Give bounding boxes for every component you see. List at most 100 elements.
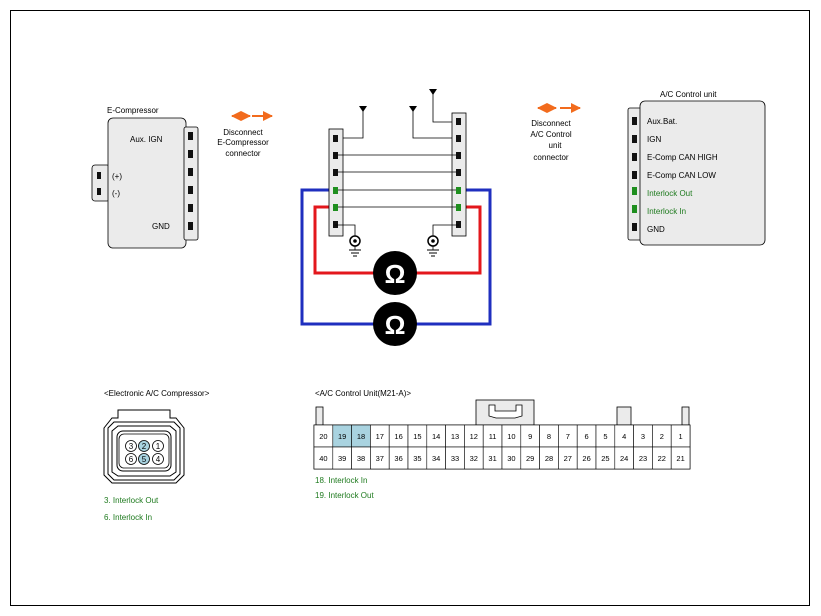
compressor-pin-number: 4 <box>156 455 161 464</box>
disconnect-right-line3: unit <box>549 141 563 150</box>
blue-wire <box>416 188 492 326</box>
ac-unit-pin-label: E-Comp CAN LOW <box>647 171 716 180</box>
ac-connector-keys <box>315 399 690 426</box>
disconnect-left-line2: E-Compressor <box>217 138 269 147</box>
ac-connector-pin-number: 17 <box>376 432 384 441</box>
harness-right-pins <box>456 118 461 228</box>
ac-unit-pin-label: E-Comp CAN HIGH <box>647 153 718 162</box>
compressor-note-interlock-out: 3. Interlock Out <box>104 496 159 505</box>
e-compressor-pin-minus: (-) <box>112 189 120 198</box>
ohm-symbol: Ω <box>385 310 406 340</box>
ac-connector-pin-number: 29 <box>526 454 534 463</box>
compressor-pin-number: 3 <box>129 442 134 451</box>
ac-connector-pin-number: 21 <box>676 454 684 463</box>
ac-connector-pin-number: 22 <box>658 454 666 463</box>
e-compressor-connector <box>183 126 199 241</box>
e-compressor-side-connector <box>91 164 111 202</box>
ac-connector-pin-number: 25 <box>601 454 609 463</box>
ac-connector-pin-number: 16 <box>394 432 402 441</box>
ac-control-unit-block: A/C Control unit Aux.Bat. IGN E-Comp CAN H… <box>627 90 766 246</box>
ground-right <box>427 224 459 257</box>
ohmmeter-blue: Ω <box>373 302 417 346</box>
ac-connector-pin-number: 37 <box>376 454 384 463</box>
ac-connector-pin-number: 40 <box>319 454 327 463</box>
ohmmeter-icon <box>373 302 417 346</box>
compressor-pin <box>125 453 137 465</box>
disconnect-right-line4: connector <box>533 153 568 162</box>
ac-unit-pin-label: IGN <box>647 135 661 144</box>
ac-connector-pin-number: 20 <box>319 432 327 441</box>
harness-left-pins <box>333 135 338 228</box>
ac-connector-pin-number: 26 <box>582 454 590 463</box>
ac-unit-title: A/C Control unit <box>660 90 717 99</box>
ohmmeter-icon <box>373 251 417 295</box>
ac-connector-pin-number: 35 <box>413 454 421 463</box>
ac-connector-pin-number: 31 <box>488 454 496 463</box>
disconnect-left: Disconnect E-Compressor connector <box>217 111 273 158</box>
compressor-pin-number: 2 <box>142 442 147 451</box>
ac-connector-pin-number: 13 <box>451 432 459 441</box>
supply-terminal-icons <box>335 89 455 139</box>
ac-connector-pin-number: 19 <box>338 432 346 441</box>
ac-unit-pin-labels: Aux.Bat. IGN E-Comp CAN HIGH E-Comp CAN LOW… <box>647 117 718 234</box>
ac-connector-pin-number: 6 <box>585 432 589 441</box>
compressor-pin <box>138 453 150 465</box>
compressor-pin <box>152 453 164 465</box>
ac-connector-pin-number: 32 <box>470 454 478 463</box>
compressor-pin-number: 1 <box>156 442 161 451</box>
ac-connector-pin-number: 33 <box>451 454 459 463</box>
ac-unit-pin-label: Interlock Out <box>647 189 693 198</box>
disconnect-left-line3: connector <box>225 149 260 158</box>
ac-unit-pins <box>632 117 637 231</box>
ac-connector-pin-number: 39 <box>338 454 346 463</box>
disconnect-right: Disconnect A/C Control unit connector <box>530 103 581 162</box>
compressor-note-interlock-in: 6. Interlock In <box>104 513 152 522</box>
compressor-pin <box>138 440 150 452</box>
compressor-pin <box>152 440 164 452</box>
red-wire <box>313 205 374 275</box>
ac-connector-pin-number: 18 <box>357 432 365 441</box>
ac-connector-pin-number: 30 <box>507 454 515 463</box>
ac-connector-pin-number: 38 <box>357 454 365 463</box>
ground-left <box>335 224 361 257</box>
compressor-connector-title: <Electronic A/C Compressor> <box>104 389 210 398</box>
ac-unit-pin-label: GND <box>647 225 665 234</box>
diagram-frame <box>10 10 810 606</box>
compressor-pin <box>125 440 137 452</box>
ac-connector-pin-number: 15 <box>413 432 421 441</box>
ac-connector-pin-number: 10 <box>507 432 515 441</box>
disconnect-right-line2: A/C Control <box>530 130 572 139</box>
ac-connector-pin-number: 14 <box>432 432 440 441</box>
ac-connector-pin-number: 4 <box>622 432 626 441</box>
red-wire <box>416 205 482 275</box>
e-compressor-pin-gnd: GND <box>152 222 170 231</box>
ac-connector-pin-number: 23 <box>639 454 647 463</box>
disconnect-left-line1: Disconnect <box>223 128 263 137</box>
ac-connector-pin-number: 34 <box>432 454 440 463</box>
e-compressor-block: E-Compressor Aux. IGN (+) (-) GND <box>91 106 199 249</box>
ac-unit-pin-label: Aux.Bat. <box>647 117 677 126</box>
ac-connector-pin-number: 8 <box>547 432 551 441</box>
test-harness: Ω Ω <box>300 89 492 346</box>
ac-connector-pin-number: 12 <box>470 432 478 441</box>
compressor-pin-number: 5 <box>142 455 147 464</box>
ac-connector-pin-number: 28 <box>545 454 553 463</box>
disconnect-right-line1: Disconnect <box>531 119 571 128</box>
ohmmeter-red: Ω <box>373 251 417 295</box>
e-compressor-pin-plus: (+) <box>112 172 122 181</box>
harness-left-connector <box>328 128 344 237</box>
e-compressor-title: E-Compressor <box>107 106 159 115</box>
ac-unit-body <box>639 100 766 246</box>
ohm-symbol: Ω <box>385 259 406 289</box>
blue-wire <box>300 188 374 326</box>
ac-connector-pin-number: 3 <box>641 432 645 441</box>
ac-note-interlock-out: 19. Interlock Out <box>315 491 374 500</box>
ac-connector-pin-number: 11 <box>489 432 497 441</box>
ac-connector-pin-number: 1 <box>679 432 683 441</box>
ac-connector-pin-number: 27 <box>564 454 572 463</box>
